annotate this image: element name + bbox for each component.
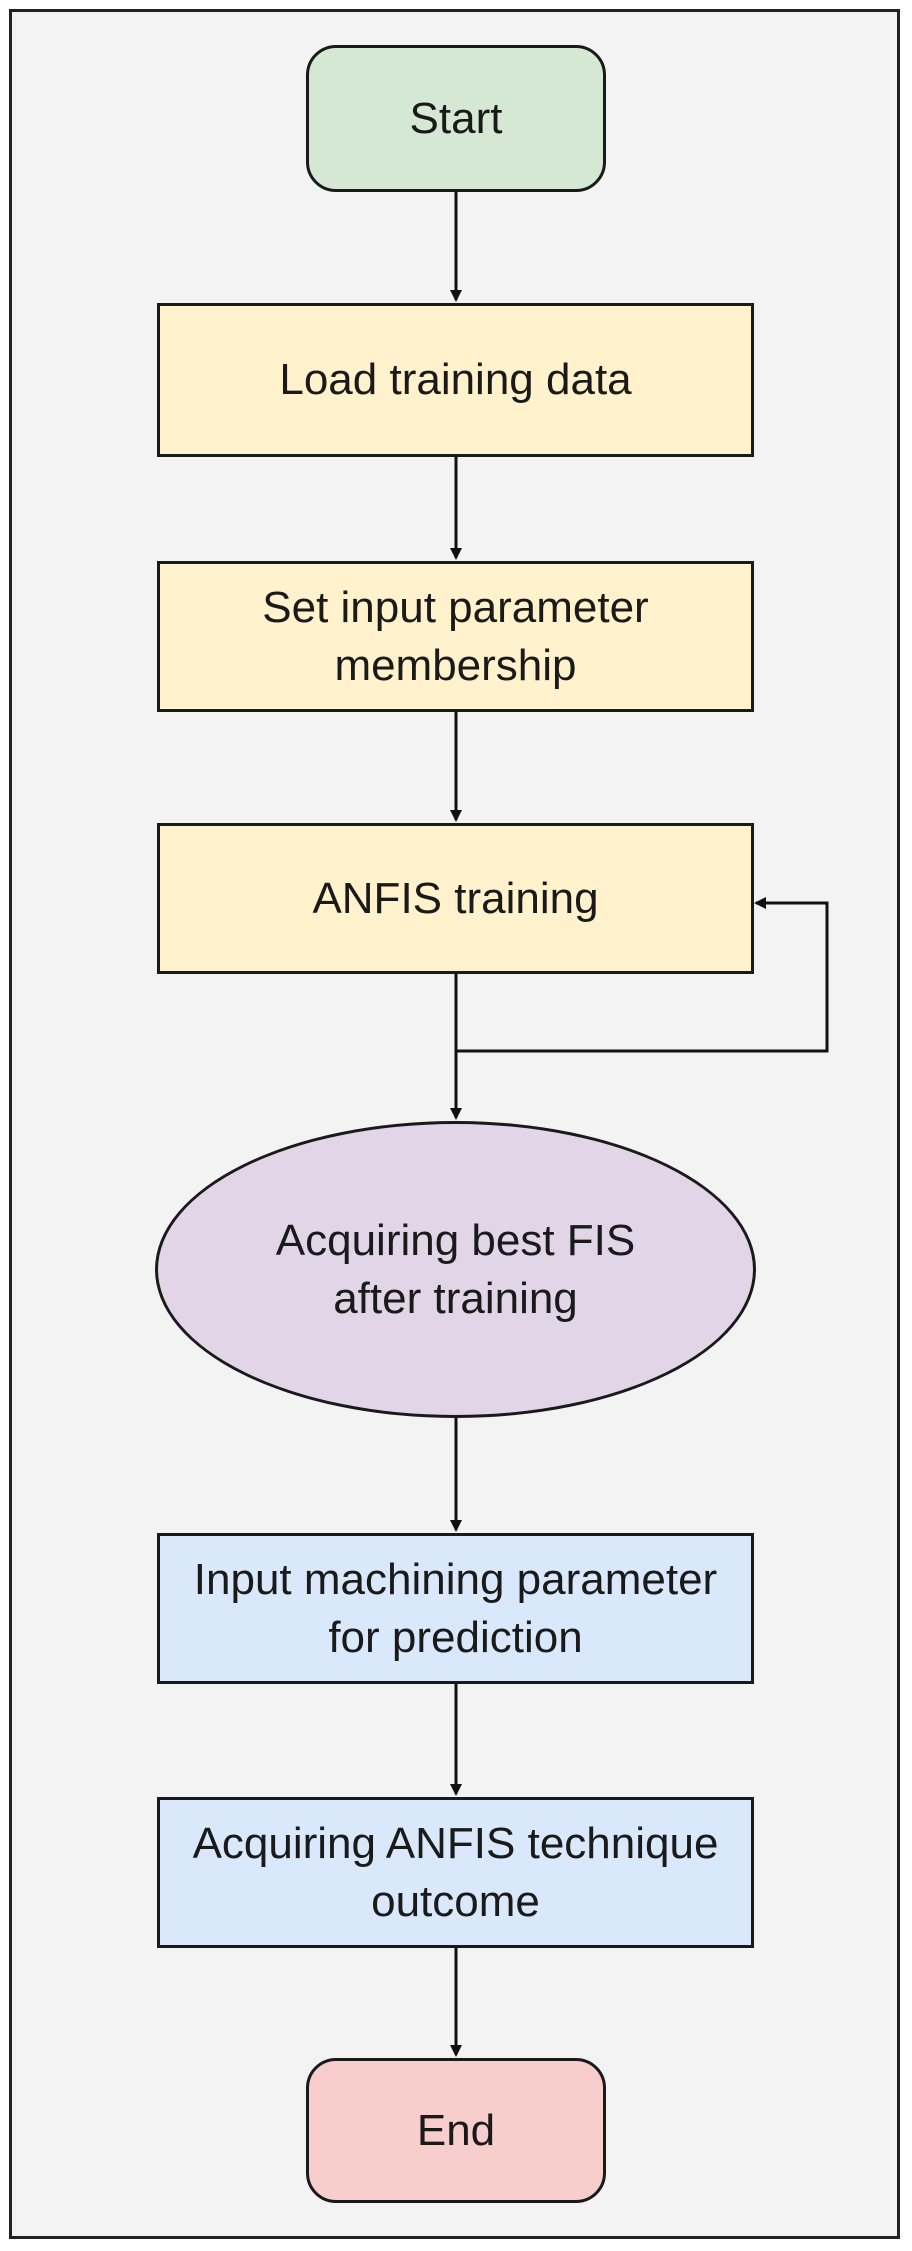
set-membership-label: Set input parameter membership — [262, 582, 649, 690]
best-fis-node: Acquiring best FIS after training — [155, 1121, 756, 1418]
start-node: Start — [306, 45, 606, 192]
best-fis-label: Acquiring best FIS after training — [275, 1215, 636, 1323]
load-training-data-node: Load training data — [157, 303, 754, 457]
end-label: End — [416, 2105, 496, 2155]
anfis-training-node: ANFIS training — [157, 823, 754, 974]
set-membership-node: Set input parameter membership — [157, 561, 754, 712]
anfis-training-label: ANFIS training — [312, 873, 599, 923]
anfis-outcome-label: Acquiring ANFIS technique outcome — [192, 1818, 719, 1926]
load-training-data-label: Load training data — [279, 355, 632, 404]
end-node: End — [306, 2058, 606, 2203]
input-machining-parameter-label: Input machining parameter for prediction — [193, 1554, 718, 1662]
start-label: Start — [409, 93, 503, 143]
arrow-training-loop — [454, 897, 829, 1053]
input-machining-parameter-node: Input machining parameter for prediction — [157, 1533, 754, 1684]
anfis-outcome-node: Acquiring ANFIS technique outcome — [157, 1797, 754, 1948]
